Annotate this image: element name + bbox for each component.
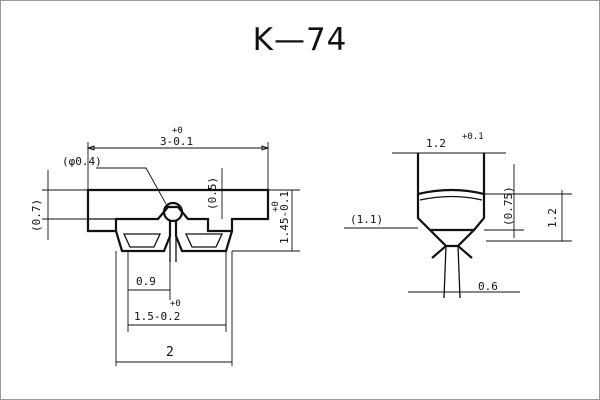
right-body-outline <box>416 194 486 232</box>
dim-overall-width-tol: +0 <box>172 126 183 136</box>
tube-circle <box>162 201 184 223</box>
left-view: 3-0.1 +0 (φ0.4) (0.7) (0.5) 1.45-0.1 +0 … <box>30 126 300 366</box>
dim-line-total-height-right <box>484 190 572 242</box>
dim-bottom-span: 1.5-0.2 <box>134 310 180 323</box>
dim-total-height: 1.45-0.1 <box>278 191 291 244</box>
dim-total-height-right: 1.2 <box>546 208 559 228</box>
dim-line-height-left <box>42 170 88 240</box>
dim-inner-right: (0.5) <box>206 177 219 210</box>
right-cap-outline <box>416 153 486 196</box>
dim-height-left: (0.7) <box>30 199 43 232</box>
left-body-outline <box>86 188 270 233</box>
dim-left-offset: (1.1) <box>350 213 383 226</box>
dim-gap: 0.9 <box>136 275 156 288</box>
dim-total-height-tol: +0 <box>271 201 281 212</box>
dim-body-height: (0.75) <box>502 186 515 226</box>
dim-tube-diameter: (φ0.4) <box>62 155 102 168</box>
right-tip-stems <box>443 245 461 299</box>
leader-tube-diameter <box>96 167 167 205</box>
right-view: 1.2 +0.1 (0.75) 1.2 (1.1) 0.6 <box>344 132 572 299</box>
right-body-inner <box>419 195 483 201</box>
drawing-title: K—74 <box>252 22 348 58</box>
dim-top-width: 1.2 <box>426 137 446 150</box>
dim-line-overall-width <box>87 142 269 190</box>
dim-overall-width: 3-0.1 <box>160 135 193 148</box>
lower-right-cell <box>174 221 234 253</box>
dim-top-width-tol: +0.1 <box>462 132 484 142</box>
dim-line-bottom-span <box>127 251 227 332</box>
dim-line-base <box>115 251 233 366</box>
dim-line-total-height <box>232 189 300 252</box>
lower-right-cell-inner <box>184 233 224 248</box>
arrow-overall-width <box>86 145 270 151</box>
dim-base: 2 <box>166 345 174 360</box>
dim-line-gap <box>127 251 171 300</box>
lower-left-cell <box>114 221 172 253</box>
right-tip <box>429 229 475 259</box>
dim-tip: 0.6 <box>478 280 498 293</box>
lower-left-cell-inner <box>122 233 162 248</box>
dim-bottom-span-tol: +0 <box>170 299 181 309</box>
